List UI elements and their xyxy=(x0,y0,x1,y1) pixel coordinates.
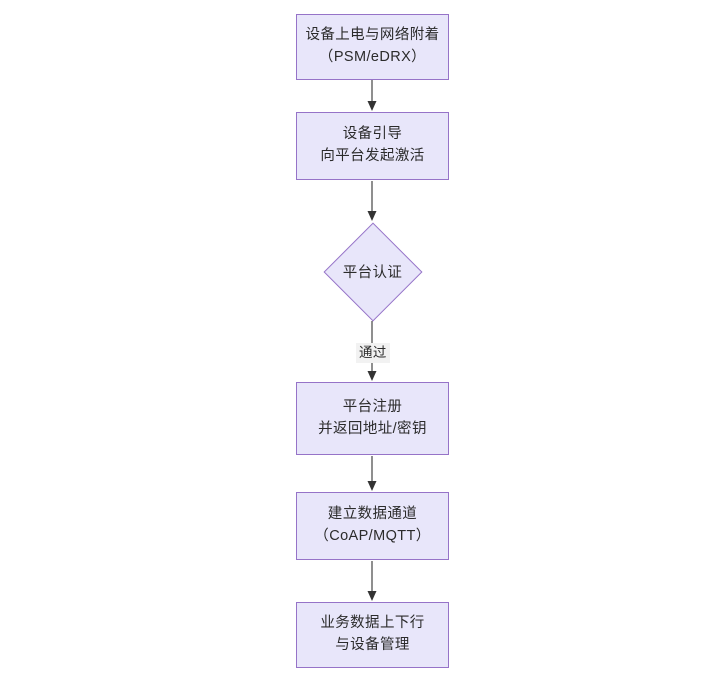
node-platform-registration[interactable]: 平台注册 并返回地址/密钥 xyxy=(296,382,449,455)
node-line: 平台认证 xyxy=(342,265,403,281)
node-line: 向平台发起激活 xyxy=(320,148,425,164)
node-line: 设备上电与网络附着 xyxy=(305,27,440,44)
node-line: 设备引导 xyxy=(342,126,403,143)
node-platform-auth-decision[interactable]: 平台认证 xyxy=(323,222,422,321)
edge-label-pass: 通过 xyxy=(356,343,390,363)
node-line: 与设备管理 xyxy=(335,637,410,653)
node-line: 平台注册 xyxy=(342,398,403,415)
node-establish-data-channel[interactable]: 建立数据通道 （CoAP/MQTT） xyxy=(296,492,449,560)
node-business-data-and-device-mgmt[interactable]: 业务数据上下行 与设备管理 xyxy=(296,602,449,668)
edge-n1-n2 xyxy=(367,80,377,111)
node-device-bootstrap[interactable]: 设备引导 向平台发起激活 xyxy=(296,112,449,180)
node-line: 业务数据上下行 xyxy=(320,615,425,632)
edge-n2-n3 xyxy=(367,181,377,221)
edge-n4-n5 xyxy=(367,456,377,491)
node-line: 并返回地址/密钥 xyxy=(318,420,427,437)
node-line: （CoAP/MQTT） xyxy=(314,528,431,544)
edge-n5-n6 xyxy=(367,561,377,601)
node-device-power-on[interactable]: 设备上电与网络附着 （PSM/eDRX） xyxy=(296,14,449,80)
node-line: （PSM/eDRX） xyxy=(318,49,427,65)
node-line: 建立数据通道 xyxy=(327,506,418,523)
